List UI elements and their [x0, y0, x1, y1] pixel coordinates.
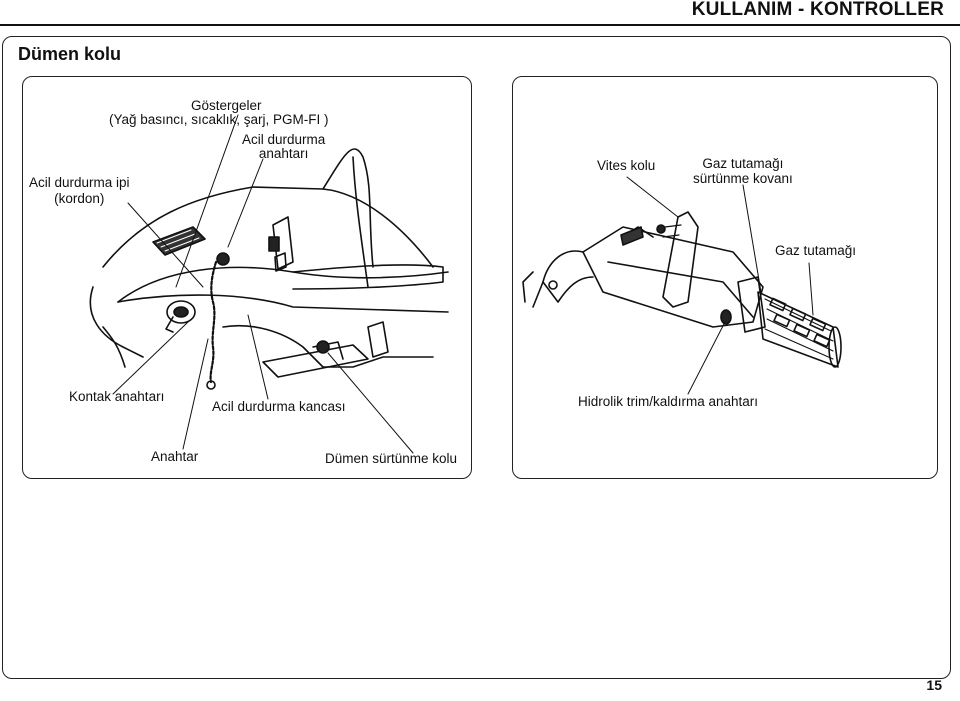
gauges-label-line1: Göstergeler	[191, 98, 262, 113]
header-title: KULLANIM - KONTROLLER	[691, 0, 944, 20]
lanyard-label-line1: Acil durdurma ipi	[29, 175, 130, 190]
header-bar: KULLANIM - KONTROLLER	[0, 0, 960, 26]
throttle-friction-label-line2: sürtünme kovanı	[693, 171, 793, 186]
tiller-grip-panel: Vites kolu Gaz tutamağı sürtünme kovanı …	[512, 76, 938, 479]
gauges-label-line2: (Yağ basıncı, sıcaklık, şarj, PGM-FI )	[109, 112, 329, 127]
tiller-grip-illustration	[522, 176, 842, 395]
ignition-switch-label: Kontak anahtarı	[69, 389, 165, 404]
throttle-grip-label: Gaz tutamağı	[775, 243, 857, 258]
trim-switch-label: Hidrolik trim/kaldırma anahtarı	[578, 394, 759, 409]
throttle-friction-label: Gaz tutamağı sürtünme kovanı	[693, 156, 793, 186]
stop-switch-label-line1: Acil durdurma	[242, 132, 326, 147]
lanyard-label-line2: (kordon)	[54, 191, 105, 206]
steering-handle-illustration	[89, 114, 449, 454]
lanyard-label: Acil durdurma ipi (kordon)	[29, 175, 130, 207]
section-title: Dümen kolu	[18, 44, 122, 64]
steering-handle-panel: Göstergeler (Yağ basıncı, sıcaklık, şarj…	[22, 76, 472, 479]
gauges-label: Göstergeler	[191, 98, 262, 113]
gauges-detail-label: (Yağ basıncı, sıcaklık, şarj, PGM-FI )	[109, 112, 329, 127]
stop-clip-label: Acil durdurma kancası	[212, 399, 346, 414]
steering-friction-label: Dümen sürtünme kolu	[325, 451, 458, 466]
key-label: Anahtar	[151, 449, 199, 464]
stop-switch-label-line2: anahtarı	[258, 146, 309, 161]
page-number: 15	[926, 677, 942, 693]
throttle-friction-label-line1: Gaz tutamağı	[702, 156, 784, 171]
shift-lever-label: Vites kolu	[597, 158, 656, 173]
stop-switch-label: Acil durdurma anahtarı	[242, 133, 325, 161]
content-frame	[2, 36, 951, 679]
